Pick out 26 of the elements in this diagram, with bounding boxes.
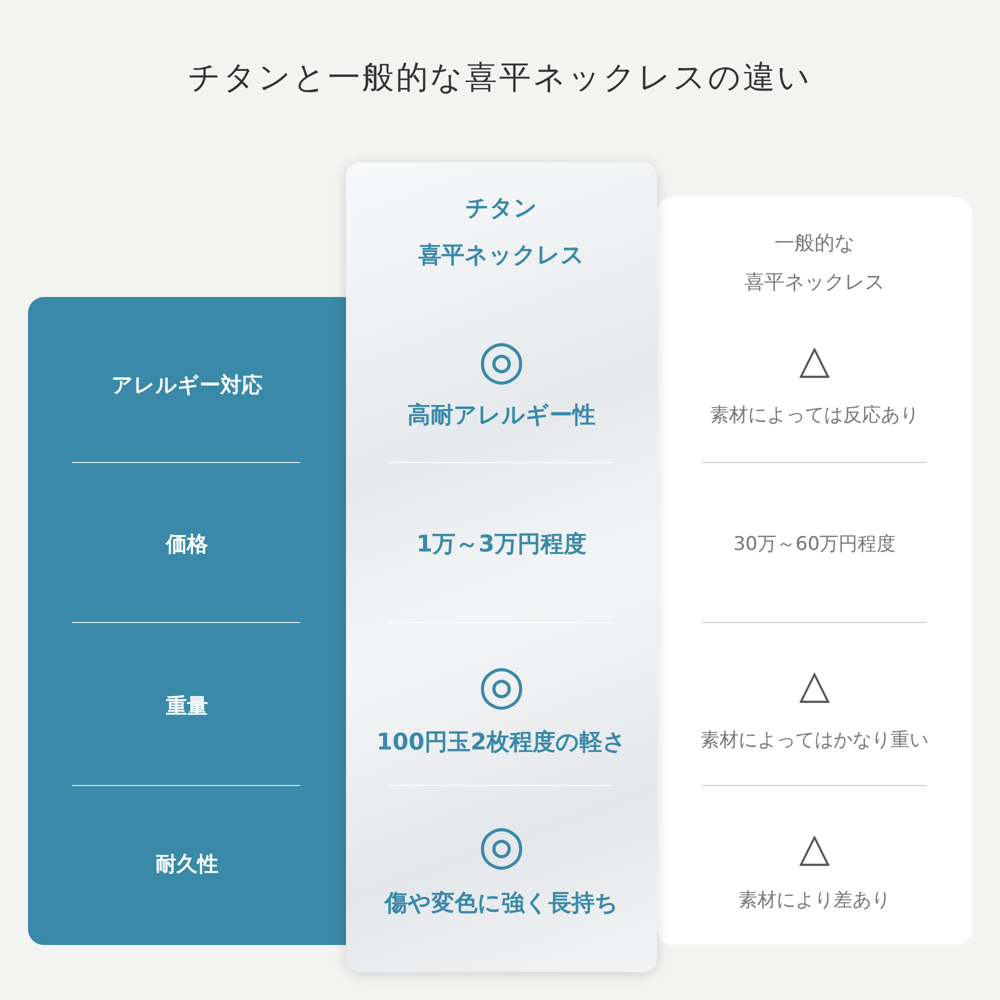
title: チタンと一般的な喜平ネックレスの違い (187, 57, 813, 98)
rating-symbol: △ (799, 828, 830, 868)
rating-symbol: ◎ (478, 818, 526, 872)
rating-symbol: ◎ (478, 658, 526, 712)
column-header: 喜平ネックレス (418, 242, 584, 270)
row-header: 価格 (166, 531, 208, 558)
table-cell-text: 傷や変色に強く長持ち (384, 890, 618, 918)
column-header: チタン (466, 194, 538, 224)
table-column-panel (346, 162, 657, 972)
column-header: 一般的な (774, 230, 854, 256)
row-header: 重量 (166, 693, 208, 720)
table-cell-text: 素材によってはかなり重い (700, 728, 928, 753)
table-cell-text: 1万～3万円程度 (416, 530, 586, 560)
table-cell-text: 素材によっては反応あり (710, 403, 919, 428)
column-header: 喜平ネックレス (744, 268, 884, 296)
table-cell-text: 高耐アレルギー性 (408, 402, 596, 430)
rating-symbol: △ (799, 340, 830, 380)
rating-symbol: △ (799, 665, 830, 705)
table-cell-text: 30万～60万円程度 (733, 532, 896, 557)
table-cell-text: 素材により差あり (738, 888, 890, 913)
rating-symbol: ◎ (478, 333, 526, 387)
row-header: アレルギー対応 (112, 372, 262, 399)
table-column-panel (657, 197, 972, 945)
table-cell-text: 100円玉2枚程度の軽さ (376, 728, 626, 758)
row-header: 耐久性 (156, 851, 218, 878)
table-column-panel (28, 297, 346, 945)
